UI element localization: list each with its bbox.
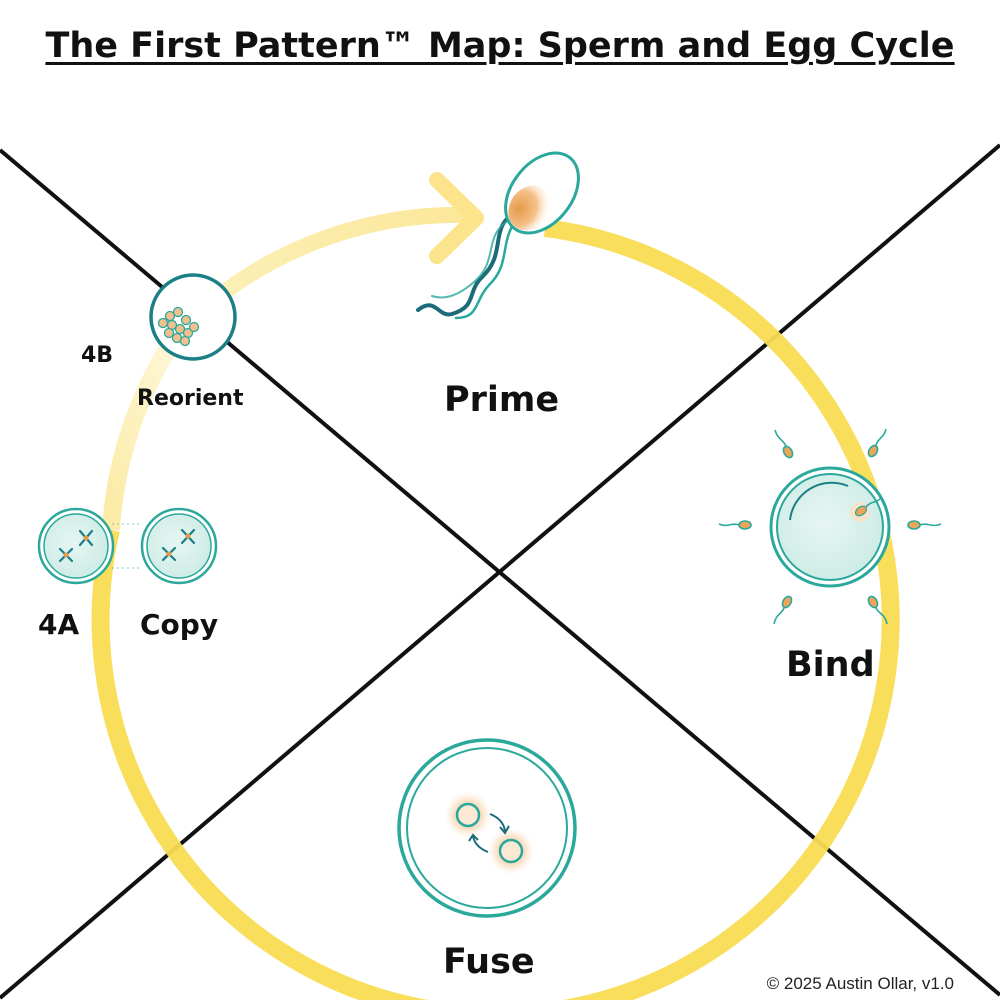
sperm-icon — [416, 151, 580, 320]
cell-cluster-icon — [149, 273, 237, 361]
dividing-cell-icon — [37, 507, 218, 585]
stage-label-fuse: Fuse — [443, 942, 535, 982]
copyright-notice: © 2025 Austin Ollar, v1.0 — [766, 974, 954, 993]
stage-label-prime: Prime — [444, 380, 560, 420]
stage-label-reorient: Reorient — [137, 386, 244, 411]
stage-label-bind: Bind — [786, 645, 875, 685]
surrounding-sperm — [718, 428, 942, 625]
stage-code-4a: 4A — [38, 608, 80, 641]
egg-with-sperm-icon — [718, 428, 942, 625]
stage-label-copy: Copy — [140, 608, 219, 641]
stage-code-4b: 4B — [81, 343, 114, 368]
page-title: The First Pattern™ Map: Sperm and Egg Cy… — [45, 26, 955, 66]
divider-line-ascending — [0, 143, 1000, 1000]
fusing-pronuclei-icon — [397, 738, 577, 918]
cycle-arrowhead — [429, 172, 484, 264]
